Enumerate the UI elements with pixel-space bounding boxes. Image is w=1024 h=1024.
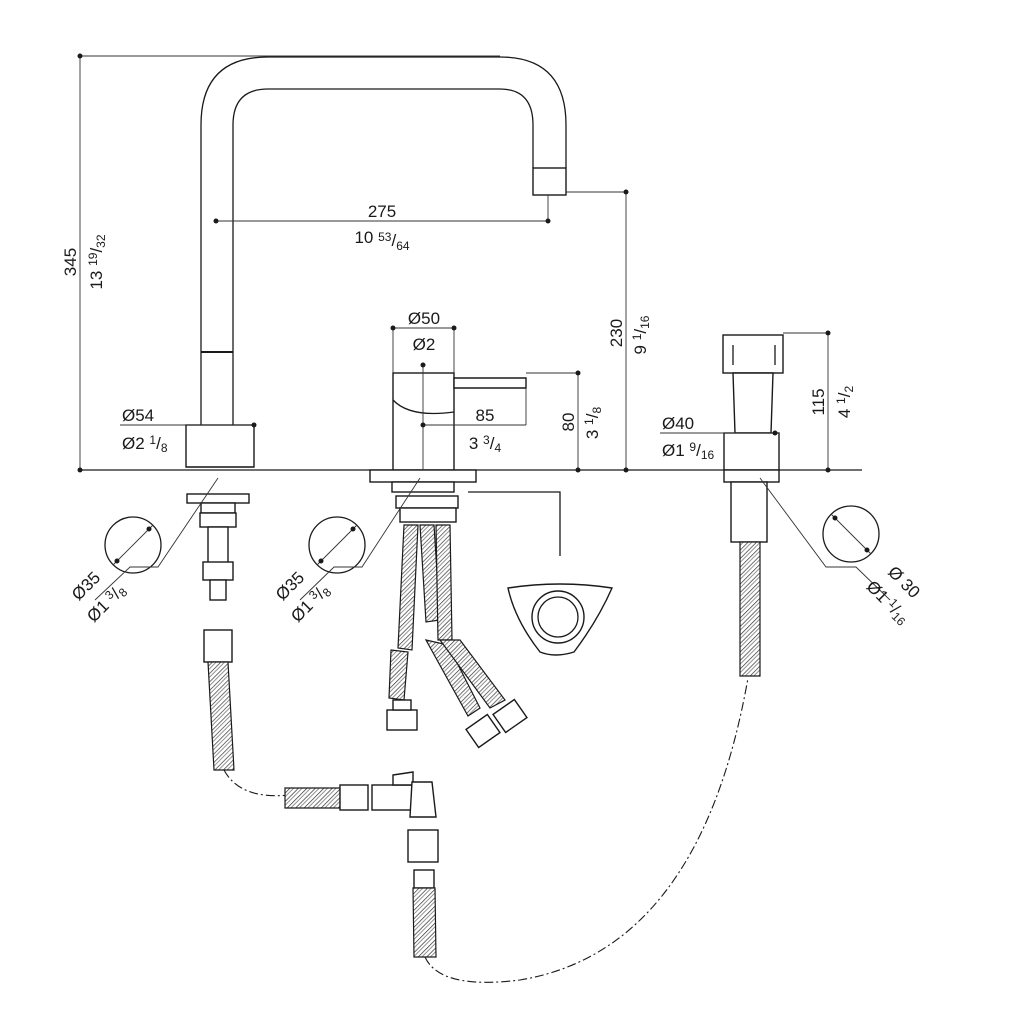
spray-base-imperial-num: 9 <box>689 440 696 454</box>
hose-assembly <box>203 629 749 983</box>
spout-base-imperial-den: 8 <box>161 441 168 455</box>
hand-spray <box>722 334 784 677</box>
spout-base-imperial-whole: Ø2 <box>122 434 145 453</box>
height-345-metric: 345 <box>61 248 80 276</box>
mixer-diameter-imperial: Ø2 <box>413 335 436 354</box>
reach-275-imperial-whole: 10 <box>354 228 373 247</box>
mixer-tap <box>369 372 528 749</box>
spout-hole-imperial-whole: Ø1 <box>83 596 112 625</box>
mixer-80-metric: 80 <box>559 413 578 432</box>
lever-85-imperial-num: 3 <box>483 433 490 447</box>
spray-115-imperial-num: 1 <box>834 397 848 404</box>
spout-mounting-stud <box>186 493 250 601</box>
lever-85-metric: 85 <box>476 406 495 425</box>
svg-text:Ø1 9/16: Ø1 9/16 <box>662 440 715 462</box>
svg-text:4 1/2: 4 1/2 <box>834 386 856 419</box>
spray-hole-imperial-whole: Ø1 <box>863 577 892 606</box>
spout-base-imperial-num: 1 <box>149 433 156 447</box>
lever-85-imperial-whole: 3 <box>469 434 478 453</box>
reach-275-imperial-den: 64 <box>396 239 410 253</box>
outlet-230-imperial-den: 16 <box>638 315 652 329</box>
outlet-230-metric: 230 <box>607 319 626 347</box>
spray-base-imperial-den: 16 <box>701 448 715 462</box>
mixer-escutcheon-plate <box>468 491 614 656</box>
mixer-hole-imperial-whole: Ø1 <box>287 596 316 625</box>
dimension-lines <box>77 53 891 601</box>
reach-275-metric: 275 <box>368 202 396 221</box>
svg-text:Ø2 1/8: Ø2 1/8 <box>122 433 168 455</box>
svg-text:3 3/4: 3 3/4 <box>469 433 502 455</box>
spray-base-imperial-whole: Ø1 <box>662 441 685 460</box>
mixer-80-imperial-den: 8 <box>590 407 604 414</box>
spray-115-imperial-whole: 4 <box>835 409 854 418</box>
reach-275-imperial-num: 53 <box>378 230 392 244</box>
svg-text:13 19/32: 13 19/32 <box>86 234 108 289</box>
mixer-80-imperial-whole: 3 <box>583 430 602 439</box>
svg-text:3 1/8: 3 1/8 <box>582 407 604 440</box>
mixer-80-imperial-num: 1 <box>582 418 596 425</box>
spray-115-metric: 115 <box>809 388 828 415</box>
mixer-diameter-metric: Ø50 <box>408 309 440 328</box>
svg-text:9 1/16: 9 1/16 <box>630 315 652 354</box>
height-345-imperial-whole: 13 <box>87 271 106 290</box>
lever-85-imperial-den: 4 <box>494 441 501 455</box>
outlet-230-imperial-whole: 9 <box>631 345 650 354</box>
svg-text:10 53/64: 10 53/64 <box>354 228 409 253</box>
height-345-imperial-num: 19 <box>86 252 100 266</box>
spout-base-metric: Ø54 <box>122 406 154 425</box>
spray-115-imperial-den: 2 <box>842 386 856 393</box>
kitchen-spout <box>185 56 567 468</box>
height-345-imperial-den: 32 <box>94 234 108 248</box>
spray-base-metric: Ø40 <box>662 414 694 433</box>
outlet-230-imperial-num: 1 <box>630 333 644 340</box>
